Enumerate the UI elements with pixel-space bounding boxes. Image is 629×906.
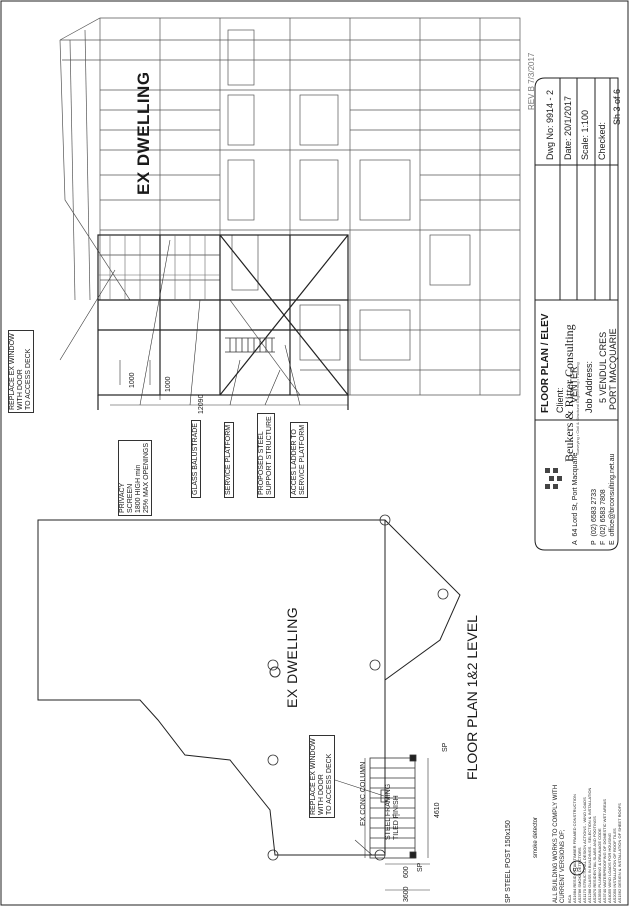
glass-balustrade xyxy=(98,235,220,300)
smoke-detector-symbol xyxy=(569,860,585,876)
smoke-label: smoke detector xyxy=(533,816,539,858)
callout-privacy-screen: PRIVACY SCREEN 1800 HIGH min 25% MAX OPE… xyxy=(118,439,152,516)
client-value: VENTER xyxy=(569,366,579,403)
plan-sp-top: SP xyxy=(442,742,449,752)
dwg-date: Date: 20/1/2017 xyxy=(563,95,573,160)
compliance-note: ALL BUILDING WORKS TO COMPLY WITH CURREN… xyxy=(553,784,566,903)
dim-1000-a: 1000 xyxy=(129,372,136,388)
dim-12090: 12090 xyxy=(198,394,205,414)
plan-dwelling-label: EX DWELLING xyxy=(284,606,300,708)
standards-list: BCA AS1684 RESIDENTIAL TIMBER FRAMED CON… xyxy=(567,787,622,903)
job-address-line2: PORT MACQUARIE xyxy=(608,328,618,410)
callout-ex-conc-column: EX CONC COLUMN xyxy=(360,761,367,826)
dwg-scale: Scale: 1:100 xyxy=(580,109,590,160)
elevation-drawing xyxy=(59,17,521,396)
dwg-no: Dwg No: 9914 - 2 xyxy=(545,89,555,160)
company-logo-icon xyxy=(545,468,562,489)
title-block-lines xyxy=(534,77,619,551)
drawing-title: FLOOR PLAN / ELEV xyxy=(540,313,551,413)
elevation-title: EX DWELLING xyxy=(134,71,153,195)
dim-600: 600 xyxy=(403,866,410,878)
ex-conc-columns xyxy=(267,514,449,861)
access-ladder xyxy=(225,337,275,353)
plan-center-marker xyxy=(269,666,281,678)
company-contacts: P (02) 6583 2733 F (02) 6583 7808 E offi… xyxy=(591,453,616,545)
revision-label: REV B 7/3/2017 xyxy=(527,52,536,110)
plan-leaders xyxy=(334,779,400,856)
plan-title: FLOOR PLAN 1&2 LEVEL xyxy=(464,615,480,780)
callout-proposed-steel: PROPOSED STEEL SUPPORT STRUCTURE xyxy=(257,413,275,498)
deck-plan xyxy=(369,754,417,859)
callout-steel-framing: STEEL FRAMING TILED FINISH xyxy=(385,783,400,840)
callout-replace-window-elev: REPLACE EX WINDOW WITH DOOR TO ACCESS DE… xyxy=(8,330,34,413)
dim-3600: 3600 xyxy=(403,886,410,902)
job-address-label: Job Address: xyxy=(584,360,594,413)
floor-plan-outline xyxy=(37,519,461,856)
sp-note: SP STEEL POST 150x150 xyxy=(505,820,512,903)
callout-glass-balustrade: GLASS BALUSTRADE xyxy=(191,420,201,498)
callout-service-platform: SERVICE PLATFORM xyxy=(224,421,234,498)
job-address-line1: 5 VENDUL CRES xyxy=(598,331,608,403)
elevation-dimensions xyxy=(110,360,348,406)
company-address: A 64 Lord St, Port Macquarie xyxy=(572,452,579,545)
dim-1000-b: 1000 xyxy=(165,376,172,392)
dwg-sheet-number: Sh 3 of 6 xyxy=(612,88,622,125)
dwg-checked: Checked: xyxy=(597,121,607,160)
elevation-leaders xyxy=(59,239,301,406)
plan-dimensions xyxy=(364,758,430,891)
callout-access-ladder: ACCES LADDER TO SERVICE PLATFORM xyxy=(290,421,308,498)
proposed-steel-structure xyxy=(97,234,349,410)
callout-replace-window-plan: REPLACE EX WINDOW WITH DOOR TO ACCESS DE… xyxy=(309,735,335,818)
client-label: Client: xyxy=(555,387,565,413)
dim-4610: 4610 xyxy=(434,802,441,818)
plan-sp-bottom: SP xyxy=(417,862,424,872)
